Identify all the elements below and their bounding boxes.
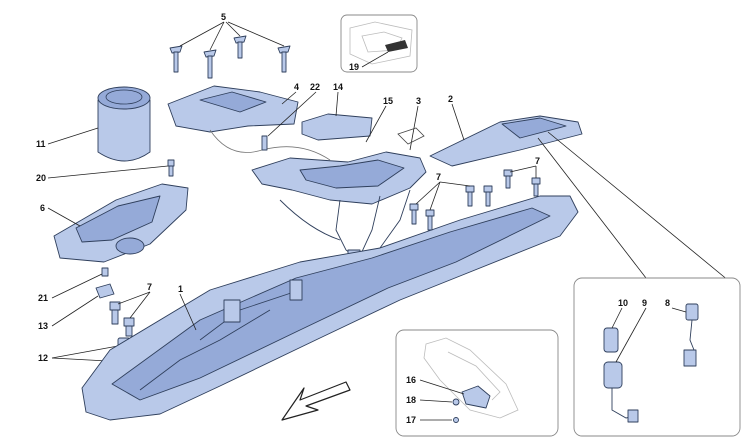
callout-7-right: 7 (535, 156, 540, 166)
bolts-group-7-right (409, 165, 541, 231)
part-18-nut (452, 398, 460, 406)
callout-14: 14 (333, 82, 343, 92)
part-11-cup-holder-insert (47, 86, 151, 162)
callout-19: 19 (349, 62, 359, 72)
part-6-storage-tray (47, 183, 189, 263)
callout-15: 15 (383, 96, 393, 106)
callout-7-center: 7 (436, 172, 441, 182)
small-bracket (397, 127, 425, 145)
callout-labels: 5 4 22 14 19 15 3 2 11 20 6 21 13 12 7 1… (36, 12, 670, 425)
callout-13: 13 (38, 321, 48, 331)
part-10-socket (603, 307, 623, 353)
callout-5: 5 (221, 12, 226, 22)
bolt (203, 49, 217, 79)
callout-1: 1 (178, 284, 183, 294)
leader-to-inset-b (547, 131, 741, 291)
callout-12: 12 (38, 353, 48, 363)
inset-detail-8-9-10 (573, 277, 741, 437)
callout-6: 6 (40, 203, 45, 213)
callout-2: 2 (448, 94, 453, 104)
bolts-group-5 (169, 21, 291, 79)
part-2-armrest-lid (429, 103, 583, 167)
bolts-group-7-left (109, 291, 151, 337)
inset-detail-16-17-18 (395, 329, 559, 437)
callout-18: 18 (406, 395, 416, 405)
inset-frame-right (573, 277, 741, 437)
inset-frame-19 (340, 14, 418, 73)
inset-detail-19 (340, 14, 418, 73)
bolt (169, 45, 183, 73)
part-13-bracket (51, 283, 115, 327)
bolt (277, 45, 291, 73)
part-8-harness (671, 303, 699, 367)
callout-7-left: 7 (147, 282, 152, 292)
callout-3: 3 (416, 96, 421, 106)
part-17-screw (453, 417, 459, 423)
part-9-usb-socket (603, 307, 647, 423)
leader-15 (365, 105, 387, 143)
part-4-trim-cover (167, 85, 331, 161)
part-22-screw (261, 91, 317, 151)
logo-badge (385, 40, 408, 52)
bolt (233, 35, 247, 59)
callout-8: 8 (665, 298, 670, 308)
part-16-bracket (461, 385, 491, 409)
leader-to-inset-a (537, 137, 647, 279)
part-14-pad (301, 91, 373, 141)
callout-22: 22 (310, 82, 320, 92)
callout-4: 4 (294, 82, 299, 92)
callout-10: 10 (618, 298, 628, 308)
part-21-clip (51, 267, 109, 299)
callout-9: 9 (642, 298, 647, 308)
part-1-center-console-body (81, 195, 579, 421)
arrow-down-left-icon (281, 381, 351, 421)
part-20-screw (47, 159, 175, 179)
callout-11: 11 (36, 139, 46, 149)
callout-20: 20 (36, 173, 46, 183)
callout-16: 16 (406, 375, 416, 385)
callout-17: 17 (406, 415, 416, 425)
callout-21: 21 (38, 293, 48, 303)
